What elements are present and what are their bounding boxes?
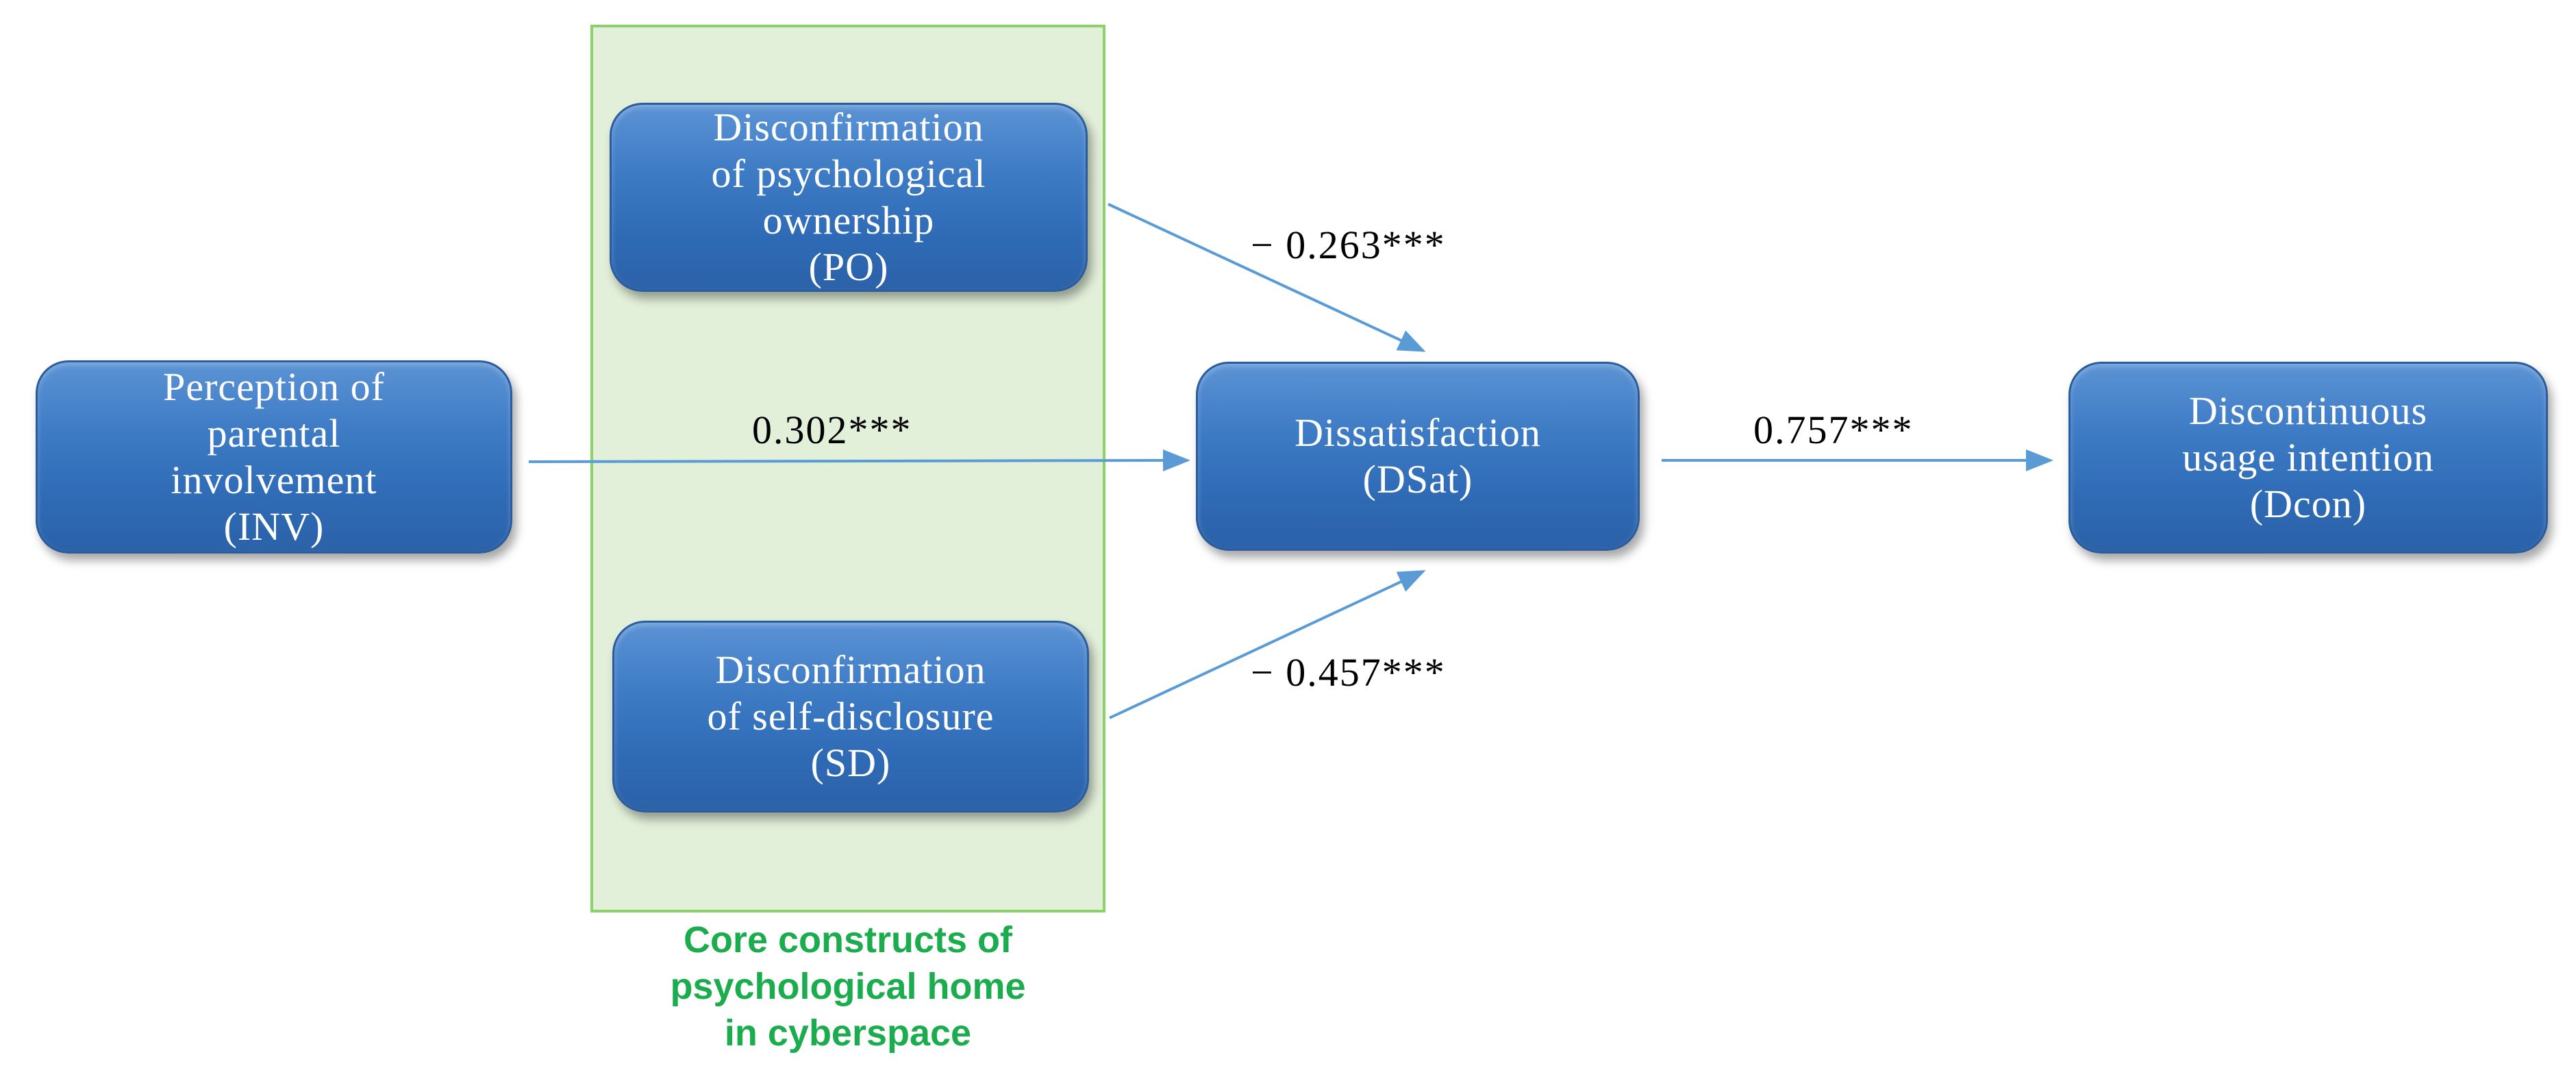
node-psychological-ownership: Disconfirmation of psychological ownersh…: [610, 103, 1088, 292]
node-parental-involvement: Perception of parental involvement (INV): [36, 360, 512, 554]
node-dissatisfaction: Dissatisfaction (DSat): [1196, 362, 1640, 551]
arrow-sd-to-dsat: [1109, 570, 1426, 719]
coefficient-dsat-to-dcon: 0.757***: [1753, 408, 1914, 452]
group-caption: Core constructs of psychological home in…: [670, 919, 1026, 1054]
coefficient-sd-to-dsat: − 0.457***: [1251, 650, 1446, 695]
coefficient-po-to-dsat: − 0.263***: [1251, 223, 1446, 267]
node-discontinuous-usage-intention: Discontinuous usage intention (Dcon): [2068, 362, 2548, 554]
node-self-disclosure: Disconfirmation of self-disclosure (SD): [612, 621, 1089, 812]
coefficient-inv-to-dsat: 0.302***: [752, 408, 912, 452]
arrow-po-to-dsat: [1108, 203, 1426, 352]
arrow-inv-to-dsat: [528, 449, 1190, 472]
